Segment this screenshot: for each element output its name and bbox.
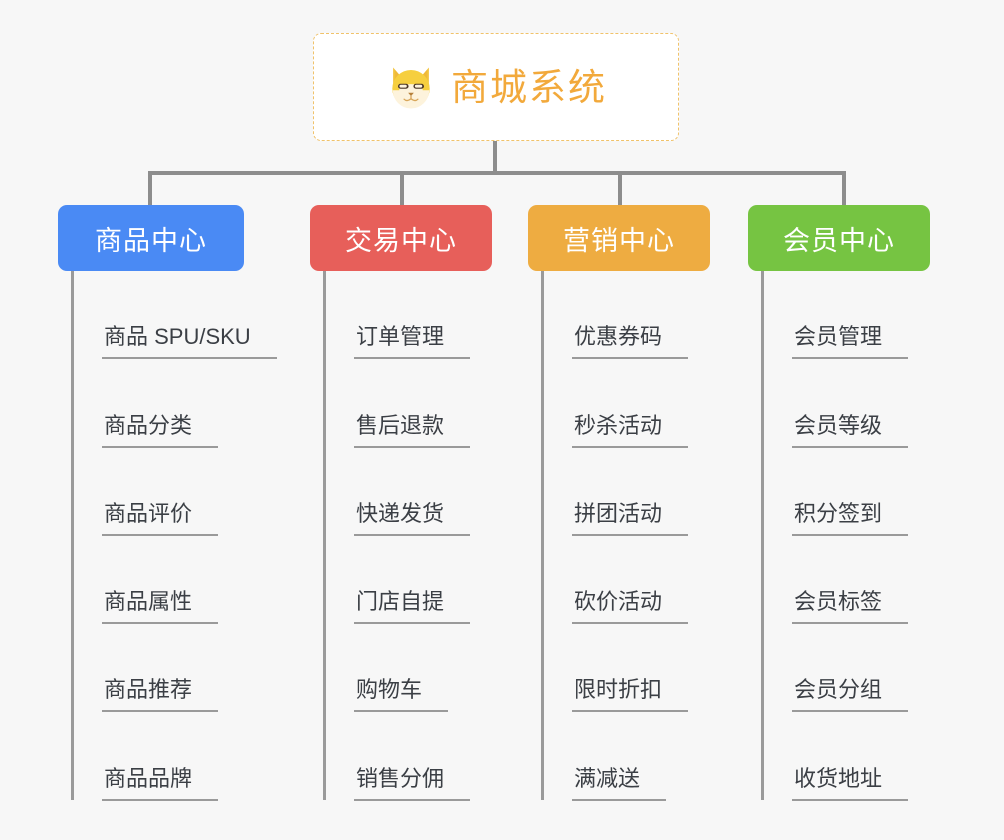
- leaf-label: 商品 SPU/SKU: [102, 326, 277, 360]
- leaf-item[interactable]: 商品 SPU/SKU: [71, 271, 301, 360]
- leaf-label: 满减送: [572, 767, 667, 801]
- category-box-marketing-center[interactable]: 营销中心: [528, 205, 710, 271]
- leaf-label: 快递发货: [354, 502, 471, 536]
- leaf-item[interactable]: 商品分类: [71, 359, 301, 448]
- leaf-label: 订单管理: [354, 326, 471, 360]
- root-title: 商城系统: [451, 66, 607, 108]
- shiba-dog-icon: [385, 61, 437, 113]
- category-box-product-center[interactable]: 商品中心: [58, 205, 244, 271]
- category-box-trade-center[interactable]: 交易中心: [310, 205, 492, 271]
- category-label: 会员中心: [783, 225, 895, 256]
- leaf-label: 拼团活动: [572, 502, 689, 536]
- leaf-column-trade-center: 订单管理 售后退款 快递发货 门店自提 购物车 销售分佣: [323, 271, 553, 801]
- leaf-column-marketing-center: 优惠券码 秒杀活动 拼团活动 砍价活动 限时折扣 满减送: [541, 271, 771, 801]
- leaf-label: 限时折扣: [572, 679, 689, 713]
- root-node-mall-system[interactable]: 商城系统: [313, 33, 679, 141]
- leaf-item[interactable]: 优惠券码: [541, 271, 771, 360]
- leaf-item[interactable]: 秒杀活动: [541, 359, 771, 448]
- leaf-label: 售后退款: [354, 414, 471, 448]
- connector-horizontal-bus: [148, 171, 846, 175]
- category-label: 营销中心: [563, 225, 675, 256]
- leaf-item[interactable]: 会员分组: [761, 624, 991, 713]
- leaf-item[interactable]: 销售分佣: [323, 712, 553, 801]
- leaf-label: 会员分组: [792, 679, 909, 713]
- leaf-item[interactable]: 门店自提: [323, 536, 553, 625]
- leaf-item[interactable]: 商品品牌: [71, 712, 301, 801]
- leaf-item[interactable]: 商品属性: [71, 536, 301, 625]
- leaf-item[interactable]: 商品推荐: [71, 624, 301, 713]
- leaf-item[interactable]: 积分签到: [761, 448, 991, 536]
- leaf-spine: [71, 271, 74, 800]
- leaf-item[interactable]: 收货地址: [761, 712, 991, 801]
- leaf-label: 商品分类: [102, 414, 219, 448]
- leaf-item[interactable]: 快递发货: [323, 448, 553, 536]
- leaf-spine: [541, 271, 544, 800]
- leaf-label: 积分签到: [792, 502, 909, 536]
- leaf-spine: [761, 271, 764, 800]
- leaf-label: 会员标签: [792, 591, 909, 625]
- connector-drop-3: [618, 171, 622, 205]
- connector-drop-1: [148, 171, 152, 205]
- category-box-member-center[interactable]: 会员中心: [748, 205, 930, 271]
- leaf-label: 砍价活动: [572, 591, 689, 625]
- leaf-label: 门店自提: [354, 591, 471, 625]
- leaf-item[interactable]: 会员等级: [761, 359, 991, 448]
- leaf-item[interactable]: 拼团活动: [541, 448, 771, 536]
- leaf-label: 会员等级: [792, 414, 909, 448]
- leaf-item[interactable]: 满减送: [541, 712, 771, 801]
- leaf-label: 商品属性: [102, 591, 219, 625]
- leaf-label: 秒杀活动: [572, 414, 689, 448]
- leaf-item[interactable]: 售后退款: [323, 359, 553, 448]
- leaf-label: 商品推荐: [102, 679, 219, 713]
- leaf-spine: [323, 271, 326, 800]
- leaf-label: 商品品牌: [102, 767, 219, 801]
- leaf-item[interactable]: 会员管理: [761, 271, 991, 360]
- leaf-label: 会员管理: [792, 326, 909, 360]
- leaf-label: 销售分佣: [354, 767, 471, 801]
- leaf-item[interactable]: 商品评价: [71, 448, 301, 536]
- category-label: 交易中心: [345, 225, 457, 256]
- leaf-item[interactable]: 购物车: [323, 624, 553, 713]
- leaf-label: 优惠券码: [572, 326, 689, 360]
- connector-root-vertical: [493, 141, 497, 174]
- leaf-label: 收货地址: [792, 767, 909, 801]
- leaf-item[interactable]: 订单管理: [323, 271, 553, 360]
- connector-drop-4: [842, 171, 846, 205]
- category-label: 商品中心: [95, 225, 207, 256]
- leaf-column-member-center: 会员管理 会员等级 积分签到 会员标签 会员分组 收货地址: [761, 271, 991, 801]
- leaf-column-product-center: 商品 SPU/SKU 商品分类 商品评价 商品属性 商品推荐 商品品牌: [71, 271, 301, 801]
- leaf-item[interactable]: 限时折扣: [541, 624, 771, 713]
- leaf-label: 购物车: [354, 679, 449, 713]
- connector-drop-2: [400, 171, 404, 205]
- leaf-item[interactable]: 砍价活动: [541, 536, 771, 625]
- leaf-label: 商品评价: [102, 502, 219, 536]
- leaf-item[interactable]: 会员标签: [761, 536, 991, 625]
